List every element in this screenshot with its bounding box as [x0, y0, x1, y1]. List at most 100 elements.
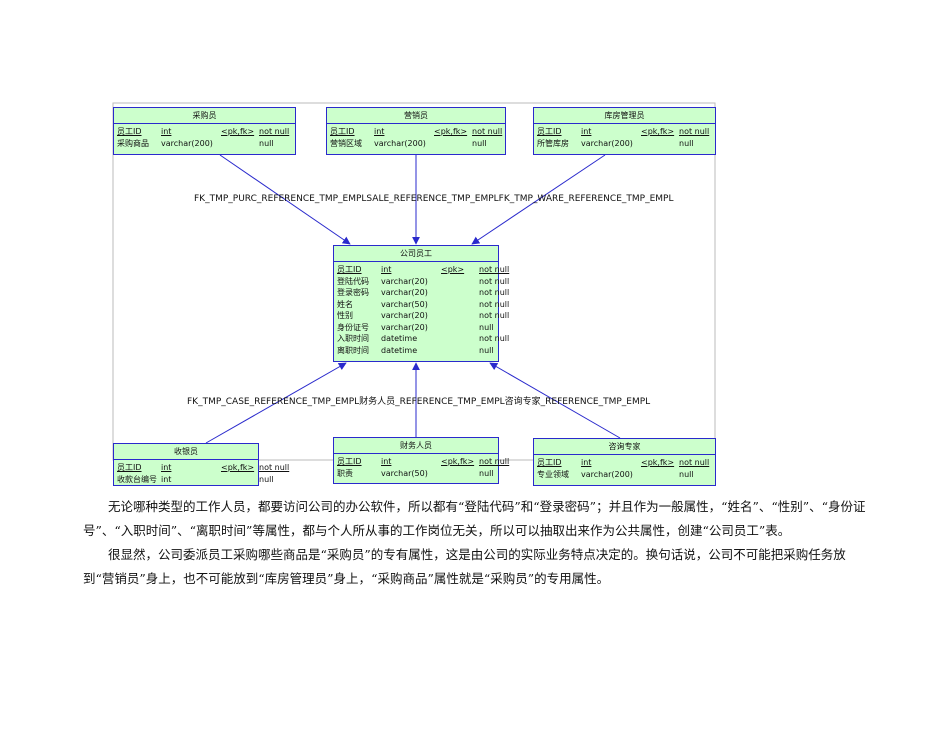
- attribute-name: 员工ID: [337, 457, 362, 466]
- attribute-type: varchar(20): [381, 322, 428, 332]
- attribute-nullability: null: [472, 138, 487, 148]
- attribute-type: varchar(200): [581, 138, 633, 148]
- attribute-nullability: not null: [679, 127, 710, 136]
- attribute-type: varchar(50): [381, 468, 428, 478]
- attribute-nullability: not null: [259, 463, 290, 472]
- entity-title: 营销员: [327, 108, 505, 124]
- attribute-name: 身份证号: [337, 322, 369, 332]
- attribute-key: <pk,fk>: [441, 457, 475, 466]
- attribute-name: 姓名: [337, 299, 353, 309]
- attribute-type: datetime: [381, 345, 418, 355]
- attribute-name: 职责: [337, 468, 353, 478]
- entity-title: 咨询专家: [534, 439, 715, 455]
- relationship-labels-top: FK_TMP_PURC_REFERENCE_TMP_EMPLSALE_REFER…: [194, 194, 674, 204]
- attribute-type: varchar(50): [381, 299, 428, 309]
- connector-purchaser-employee: [219, 154, 351, 245]
- attribute-nullability: not null: [479, 276, 510, 286]
- entity-salesman[interactable]: 营销员 员工ID int <pk,fk> not null 营销区域 varchar(20…: [326, 107, 506, 155]
- entity-title: 公司员工: [334, 246, 498, 262]
- attribute-name: 员工ID: [537, 458, 562, 467]
- attribute-row: 采购商品 varchar(200) null: [117, 138, 292, 150]
- entity-title: 采购员: [114, 108, 295, 124]
- attribute-nullability: null: [259, 474, 274, 484]
- attribute-type: varchar(200): [581, 469, 633, 479]
- attribute-type: varchar(200): [161, 138, 213, 148]
- entity-title: 收银员: [114, 444, 258, 460]
- attribute-nullability: null: [479, 345, 494, 355]
- attribute-row: 员工ID int <pk,fk> not null: [330, 126, 502, 138]
- attribute-type: varchar(20): [381, 288, 428, 297]
- attribute-type: varchar(200): [374, 138, 426, 148]
- attribute-name: 收款台编号: [117, 474, 157, 484]
- attribute-name: 专业领域: [537, 469, 569, 479]
- attribute-row: 专业领域 varchar(200) null: [537, 469, 712, 481]
- attribute-type: int: [581, 458, 592, 467]
- attribute-key: <pk,fk>: [221, 127, 255, 136]
- attribute-name: 员工ID: [117, 463, 142, 472]
- attribute-row: 离职时间 datetime null: [337, 345, 495, 357]
- entity-consultant[interactable]: 咨询专家 员工ID int <pk,fk> not null 专业领域 varchar(2…: [533, 438, 716, 486]
- attribute-row: 身份证号 varchar(20) null: [337, 322, 495, 334]
- entity-title: 财务人员: [334, 438, 498, 454]
- attribute-key: <pk,fk>: [641, 127, 675, 136]
- attribute-nullability: not null: [479, 299, 510, 309]
- attribute-name: 营销区域: [330, 138, 362, 148]
- attribute-row: 员工ID int <pk,fk> not null: [117, 126, 292, 138]
- attribute-key: <pk,fk>: [434, 127, 468, 136]
- connector-consultant-employee: [489, 362, 621, 439]
- attribute-name: 登录密码: [337, 288, 369, 297]
- attribute-type: int: [381, 265, 392, 274]
- attribute-type: int: [161, 127, 172, 136]
- attribute-type: int: [381, 457, 392, 466]
- paragraph-2: 很显然，公司委派员工采购哪些商品是“采购员”的专有属性，这是由公司的实际业务特点…: [83, 547, 846, 586]
- attribute-nullability: not null: [479, 288, 510, 297]
- attribute-name: 员工ID: [537, 127, 562, 136]
- attribute-nullability: not null: [479, 311, 510, 320]
- attribute-key: <pk,fk>: [221, 463, 255, 472]
- attribute-nullability: null: [679, 469, 694, 479]
- attribute-type: int: [161, 474, 172, 484]
- attribute-row: 收款台编号 int null: [117, 474, 274, 486]
- attribute-row: 员工ID int <pk,fk> not null: [537, 457, 712, 469]
- attribute-type: varchar(20): [381, 311, 428, 320]
- attribute-type: datetime: [381, 334, 418, 343]
- attribute-row: 登录密码 varchar(20) not null: [337, 287, 509, 299]
- attribute-row: 营销区域 varchar(200) null: [330, 138, 502, 150]
- paragraph-1: 无论哪种类型的工作人员，都要访问公司的办公软件，所以都有“登陆代码”和“登录密码…: [83, 499, 866, 538]
- attribute-type: int: [581, 127, 592, 136]
- attribute-name: 员工ID: [337, 265, 362, 274]
- entity-purchaser[interactable]: 采购员 员工ID int <pk,fk> not null 采购商品 varchar(20…: [113, 107, 296, 155]
- attribute-nullability: not null: [479, 334, 510, 343]
- attribute-type: int: [374, 127, 385, 136]
- entity-title: 库房管理员: [534, 108, 715, 124]
- attribute-nullability: not null: [259, 127, 290, 136]
- attribute-name: 离职时间: [337, 345, 369, 355]
- attribute-row: 姓名 varchar(50) not null: [337, 299, 509, 311]
- attribute-name: 员工ID: [330, 127, 355, 136]
- relationship-labels-bottom: FK_TMP_CASE_REFERENCE_TMP_EMPL财务人员_REFER…: [187, 397, 651, 407]
- attribute-nullability: not null: [472, 127, 503, 136]
- attribute-name: 采购商品: [117, 138, 149, 148]
- entity-cashier[interactable]: 收银员 员工ID int <pk,fk> not null 收款台编号 int null: [113, 443, 289, 486]
- attribute-nullability: null: [479, 468, 494, 478]
- connector-cashier-employee: [205, 362, 347, 444]
- attribute-nullability: null: [479, 322, 494, 332]
- attribute-row: 所管库房 varchar(200) null: [537, 138, 712, 150]
- attribute-nullability: null: [679, 138, 694, 148]
- attribute-key: <pk,fk>: [641, 458, 675, 467]
- attribute-nullability: null: [259, 138, 274, 148]
- connector-warehouse-employee: [471, 154, 606, 245]
- attribute-nullability: not null: [679, 458, 710, 467]
- attribute-type: varchar(20): [381, 276, 428, 286]
- attribute-name: 员工ID: [117, 127, 142, 136]
- entity-warehouse-manager[interactable]: 库房管理员 员工ID int <pk,fk> not null 所管库房 varchar(…: [533, 107, 716, 155]
- attribute-name: 所管库房: [537, 138, 569, 148]
- attribute-key: <pk>: [441, 265, 465, 274]
